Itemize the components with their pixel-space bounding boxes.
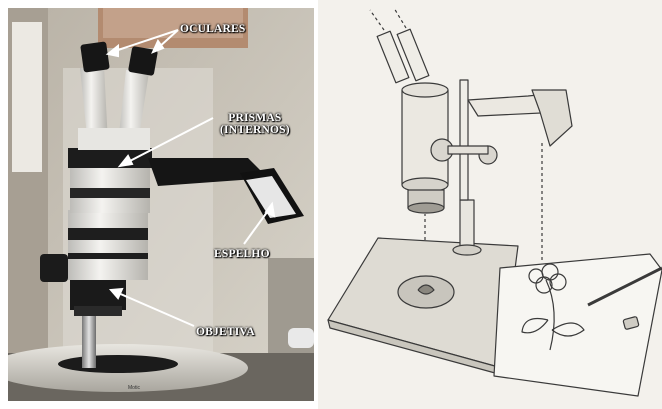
prismas-label-line1: PRISMAS	[220, 112, 290, 124]
oculares-label: OCULARES	[180, 23, 246, 35]
microscope-photo-illustration	[8, 8, 314, 401]
prismas-label: PRISMAS (INTERNOS)	[220, 112, 290, 136]
brand-logo: Motic	[128, 385, 140, 391]
microscope-sketch-illustration	[318, 0, 662, 409]
microscope-photo: OCULARES PRISMAS (INTERNOS) ESPELHO OBJE…	[8, 8, 314, 401]
espelho-label: ESPELHO	[214, 248, 270, 260]
prismas-label-line2: (INTERNOS)	[220, 124, 290, 136]
objetiva-label: OBJETIVA	[196, 326, 255, 338]
microscope-sketch	[318, 0, 662, 409]
